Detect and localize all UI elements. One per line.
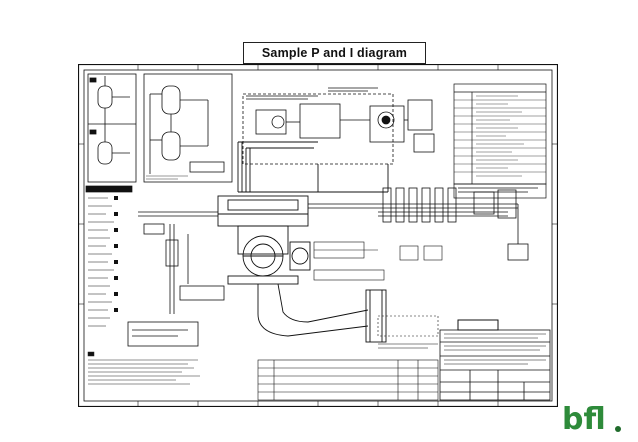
pid-drawing-sheet [78, 64, 558, 407]
page-title: Sample P and I diagram [243, 42, 426, 64]
turbine-assembly [217, 195, 311, 285]
revision-block [257, 359, 439, 401]
logo-dot [615, 426, 621, 432]
notes-block [87, 351, 200, 385]
instrument-list [85, 185, 133, 327]
bfl-logo-text: bfl [562, 402, 606, 436]
title-block [439, 319, 551, 401]
control-panel [242, 87, 435, 165]
legend-table [453, 83, 547, 199]
bfl-logo: bfl [562, 402, 621, 436]
vessel-panel [87, 73, 233, 183]
valve-manifold [308, 187, 529, 261]
